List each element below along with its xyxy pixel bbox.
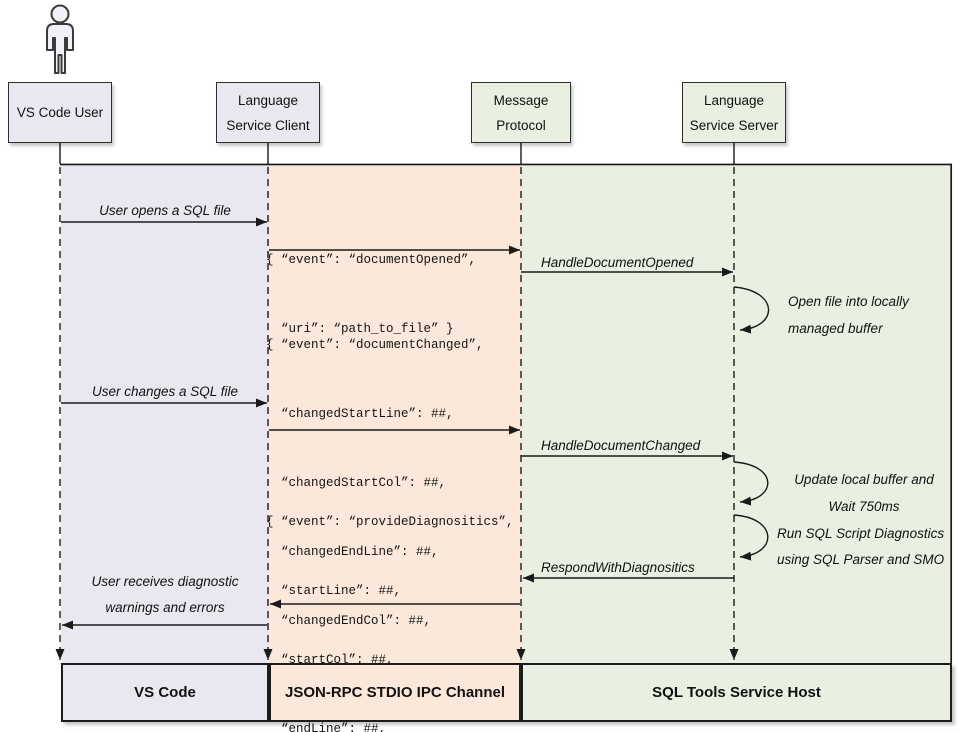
payload-line: { “event”: “provideDiagnositics”, xyxy=(266,515,514,529)
payload-line: “changedEndLine”: ##, xyxy=(266,545,439,559)
actor-label: Language xyxy=(703,92,765,108)
lane-ipc-channel xyxy=(269,166,521,663)
lane-service-host xyxy=(521,166,952,663)
message-label-handle-document-opened: HandleDocumentOpened xyxy=(541,255,694,270)
actor-label: Language xyxy=(237,92,299,108)
payload-document-opened: { “event”: “documentOpened”, “uri”: “pat… xyxy=(266,203,476,387)
message-label-handle-document-changed: HandleDocumentChanged xyxy=(541,438,701,453)
actor-label: Message xyxy=(493,92,549,108)
annotation-open-file-line2: managed buffer xyxy=(788,321,883,336)
footer-box-service-host: SQL Tools Service Host xyxy=(521,663,952,722)
self-loop-open-file xyxy=(733,286,770,334)
actor-label: Service Server xyxy=(689,117,779,133)
payload-line: { “event”: “documentOpened”, xyxy=(266,253,477,267)
message-label-user-receives-line2: warnings and errors xyxy=(105,600,225,615)
annotation-update-buffer-line2: Wait 750ms xyxy=(828,499,900,514)
payload-line: “uri”: “path_to_file” } xyxy=(266,322,454,336)
actor-label: Service Client xyxy=(226,117,310,133)
payload-line: “endLine”: ##, xyxy=(266,722,387,732)
payload-line: { “event”: “documentChanged”, xyxy=(266,338,484,352)
actor-box-language-service-client: Language Service Client xyxy=(216,82,320,143)
lane-vscode-user xyxy=(61,166,269,663)
actor-label: VS Code User xyxy=(16,105,104,120)
footer-box-vscode: VS Code xyxy=(61,663,269,722)
payload-line: “startLine”: ##, xyxy=(266,584,402,598)
footer-label: VS Code xyxy=(134,684,196,701)
annotation-run-diagnostics-line1: Run SQL Script Diagnostics xyxy=(777,526,945,541)
person-icon xyxy=(46,4,74,74)
self-loop-update-buffer xyxy=(733,461,769,506)
actor-box-vscode-user: VS Code User xyxy=(8,82,112,143)
message-label-user-opens: User opens a SQL file xyxy=(99,203,231,218)
annotation-update-buffer-line1: Update local buffer and xyxy=(794,472,934,487)
message-label-user-receives-line1: User receives diagnostic xyxy=(91,574,239,589)
payload-line: “changedEndCol”: ##, xyxy=(266,614,432,628)
actor-label: Protocol xyxy=(496,117,546,133)
footer-label: JSON-RPC STDIO IPC Channel xyxy=(284,684,506,701)
payload-line: “changedStartLine”: ##, xyxy=(266,407,454,421)
message-label-user-changes: User changes a SQL file xyxy=(91,384,239,399)
actor-box-message-protocol: Message Protocol xyxy=(471,82,571,143)
message-label-respond-with-diagnostics: RespondWithDiagnositics xyxy=(541,560,695,575)
footer-box-ipc-channel: JSON-RPC STDIO IPC Channel xyxy=(269,663,521,722)
lifeline-stubs xyxy=(59,143,735,164)
self-loop-run-diagnostics xyxy=(733,514,769,561)
actor-box-language-service-server: Language Service Server xyxy=(682,82,786,143)
annotation-run-diagnostics-line2: using SQL Parser and SMO xyxy=(777,552,945,567)
footer-label: SQL Tools Service Host xyxy=(652,684,821,701)
annotation-open-file-line1: Open file into locally xyxy=(788,294,909,309)
payload-line: “changedStartCol”: ##, xyxy=(266,476,447,490)
